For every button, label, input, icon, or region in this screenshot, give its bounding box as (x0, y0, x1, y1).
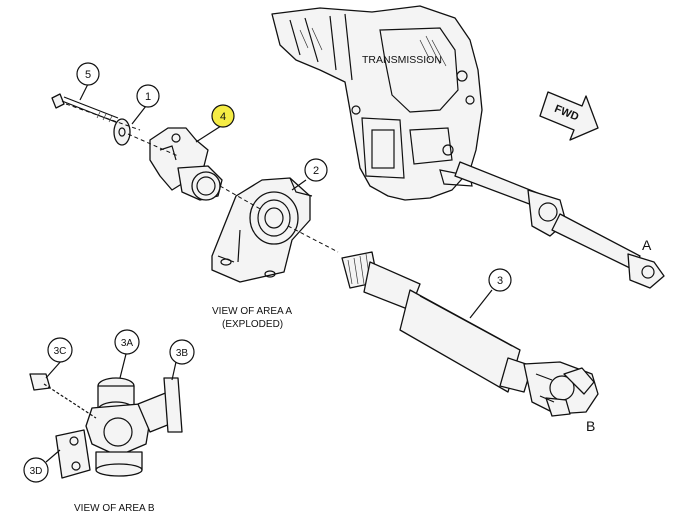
svg-text:1: 1 (145, 91, 151, 103)
svg-text:5: 5 (85, 69, 91, 81)
highlight-marker (211, 104, 235, 128)
callout-3b[interactable]: 3B (169, 339, 195, 365)
svg-text:3C: 3C (54, 346, 67, 357)
washer-part-1 (113, 118, 131, 146)
callout-3[interactable]: 3 (488, 268, 512, 292)
area-a-letter: A (642, 237, 652, 253)
svg-text:4: 4 (220, 111, 226, 123)
callout-leaders (45, 83, 493, 463)
view-area-b-title: VIEW OF AREA B (74, 503, 155, 514)
drive-shaft-part-3: B (341, 251, 599, 434)
callout-3a[interactable]: 3A (114, 329, 140, 355)
bolt-part-5 (51, 93, 119, 124)
callout-3c[interactable]: 3C (47, 337, 73, 363)
svg-text:3A: 3A (121, 338, 134, 349)
bearing-part-2 (211, 177, 313, 283)
svg-text:3: 3 (497, 275, 503, 287)
transmission-assembly: TRANSMISSION (271, 5, 483, 201)
yoke-part-4 (149, 127, 223, 201)
callout-5[interactable]: 5 (76, 62, 100, 86)
svg-text:3D: 3D (30, 466, 43, 477)
output-shaft: A (454, 161, 665, 289)
callout-4-highlighted[interactable]: 4 (211, 104, 235, 128)
callout-3d[interactable]: 3D (23, 457, 49, 483)
fwd-arrow: FWD (539, 91, 599, 141)
transmission-label: TRANSMISSION (362, 54, 442, 66)
callout-1[interactable]: 1 (136, 84, 160, 108)
svg-text:3B: 3B (176, 348, 189, 359)
view-area-a-title: VIEW OF AREA A (212, 306, 292, 317)
svg-text:2: 2 (313, 165, 319, 177)
universal-joint (29, 373, 183, 479)
area-b-letter: B (586, 418, 595, 434)
callout-2[interactable]: 2 (304, 158, 328, 182)
view-area-a-subtitle: (EXPLODED) (222, 319, 283, 330)
